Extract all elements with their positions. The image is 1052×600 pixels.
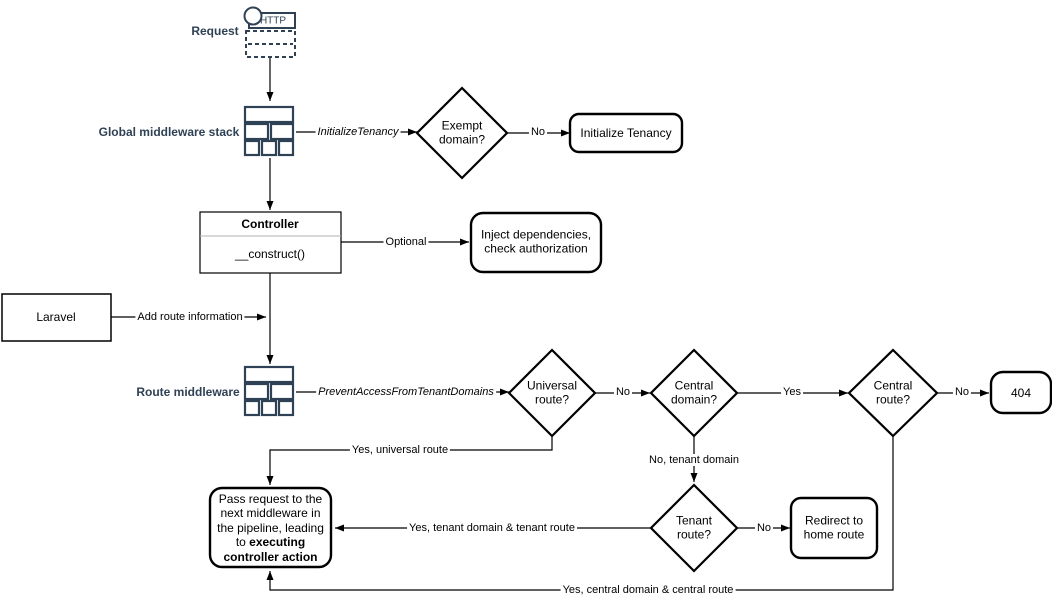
edge-label-universal-yes: Yes, universal route xyxy=(349,444,451,456)
universal-route-diamond xyxy=(507,348,597,438)
404-box xyxy=(989,370,1052,415)
redirect-home-text: Redirect to home route xyxy=(803,513,865,542)
initialize-tenancy-box xyxy=(568,112,684,154)
redirect-home-box xyxy=(789,496,879,560)
edge-label-central-domain-yes: Yes xyxy=(781,386,803,398)
404-text: 404 xyxy=(1010,385,1032,400)
pass-request-box xyxy=(208,486,333,569)
pass-request-text: Pass request to the next middleware in t… xyxy=(214,492,328,564)
central-domain-text: Central domain? xyxy=(670,378,718,407)
tenant-route-diamond xyxy=(649,483,739,573)
edge-label-universal-no: No xyxy=(613,386,633,398)
pass-request-text-bold: executing controller action xyxy=(223,535,318,564)
central-route-diamond xyxy=(847,348,939,438)
initialize-tenancy-text: Initialize Tenancy xyxy=(580,125,672,140)
edge-label-tenant-yes: Yes, tenant domain & tenant route xyxy=(407,522,577,534)
edge-label-central-route-no: No xyxy=(952,386,972,398)
central-route-text: Central route? xyxy=(873,378,913,407)
edge-label-add-route-info: Add route information xyxy=(135,311,245,323)
route-middleware-stack-icon xyxy=(243,365,295,417)
global-middleware-stack-icon xyxy=(243,105,295,157)
request-label: Request xyxy=(191,24,239,38)
universal-route-text: Universal route? xyxy=(526,378,577,407)
global-middleware-stack-label: Global middleware stack xyxy=(98,125,240,139)
controller-method: __construct() xyxy=(234,246,306,261)
laravel-box xyxy=(1,293,112,342)
central-domain-diamond xyxy=(649,348,739,438)
exempt-domain-text: Exempt domain? xyxy=(438,118,486,147)
edge-label-central-yes: Yes, central domain & central route xyxy=(560,584,736,596)
inject-dependencies-box xyxy=(469,211,603,274)
route-middleware-label: Route middleware xyxy=(136,385,240,399)
laravel-text: Laravel xyxy=(36,309,76,324)
tenant-route-text: Tenant route? xyxy=(675,513,713,542)
exempt-domain-diamond xyxy=(415,86,509,180)
controller-title: Controller xyxy=(241,216,299,231)
http-request-icon xyxy=(243,6,296,58)
edge-label-exempt-no: No xyxy=(528,126,548,138)
edge-label-tenant-no: No xyxy=(754,522,774,534)
edge-label-prevent-access: PreventAccessFromTenantDomains xyxy=(316,386,496,398)
edge-label-initialize-tenancy: InitializeTenancy xyxy=(315,126,401,138)
edge-label-central-domain-no: No, tenant domain xyxy=(647,454,741,466)
http-icon-label: HTTP xyxy=(259,15,287,27)
inject-dependencies-text: Inject dependencies, check authorization xyxy=(480,227,592,256)
controller-uml-box xyxy=(199,211,342,274)
edge-label-optional: Optional xyxy=(383,236,429,248)
pass-request-text-normal: Pass request to the next middleware in t… xyxy=(217,492,324,550)
